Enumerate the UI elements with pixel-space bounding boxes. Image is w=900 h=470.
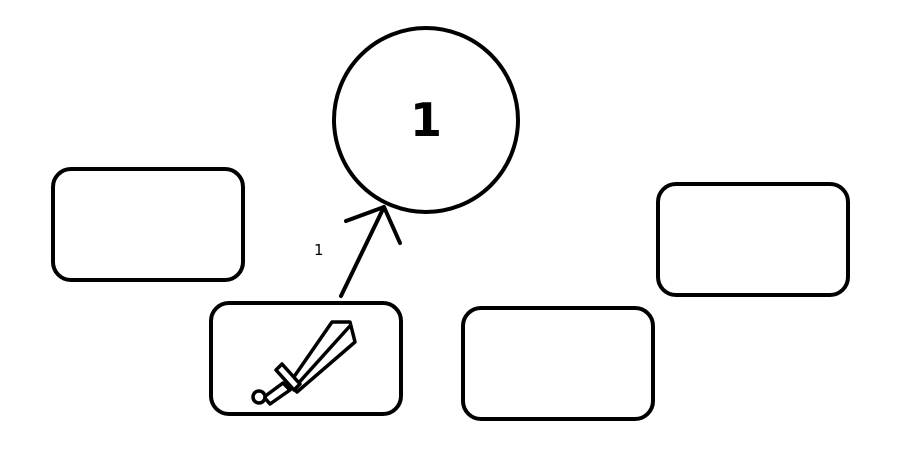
edge-arrow-line — [339, 205, 386, 298]
empty-slot-bottom-middle[interactable] — [461, 306, 655, 421]
value-node[interactable] — [332, 26, 520, 214]
empty-slot-top-left[interactable] — [51, 167, 245, 282]
node-value-label: 1 — [409, 93, 442, 147]
edge-label: 1 — [314, 241, 324, 259]
empty-slot-right[interactable] — [656, 182, 850, 297]
edge-arrow-head — [344, 205, 402, 245]
sword-icon — [251, 320, 357, 406]
